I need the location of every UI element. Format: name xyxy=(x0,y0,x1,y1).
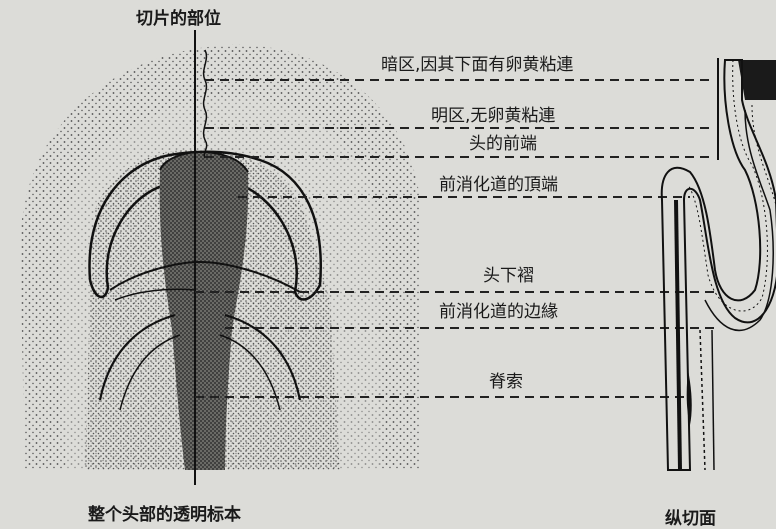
caption-whole-mount: 整个头部的透明标本 xyxy=(88,500,241,525)
top-title: 切片的部位 xyxy=(136,4,221,29)
label-foregut-margin: 前消化道的边緣 xyxy=(436,302,561,322)
caption-longitudinal: 纵切面 xyxy=(665,504,716,529)
label-foregut-apex: 前消化道的頂端 xyxy=(436,175,561,195)
label-area-pellucida: 明区,无卵黄粘連 xyxy=(428,106,558,126)
label-subcephalic-fold: 头下褶 xyxy=(480,266,537,286)
label-area-opaca: 暗区,因其下面有卵黄粘連 xyxy=(378,55,576,75)
longitudinal-section xyxy=(662,58,776,470)
label-head-front: 头的前端 xyxy=(466,134,540,154)
label-notochord: 脊索 xyxy=(486,372,526,392)
